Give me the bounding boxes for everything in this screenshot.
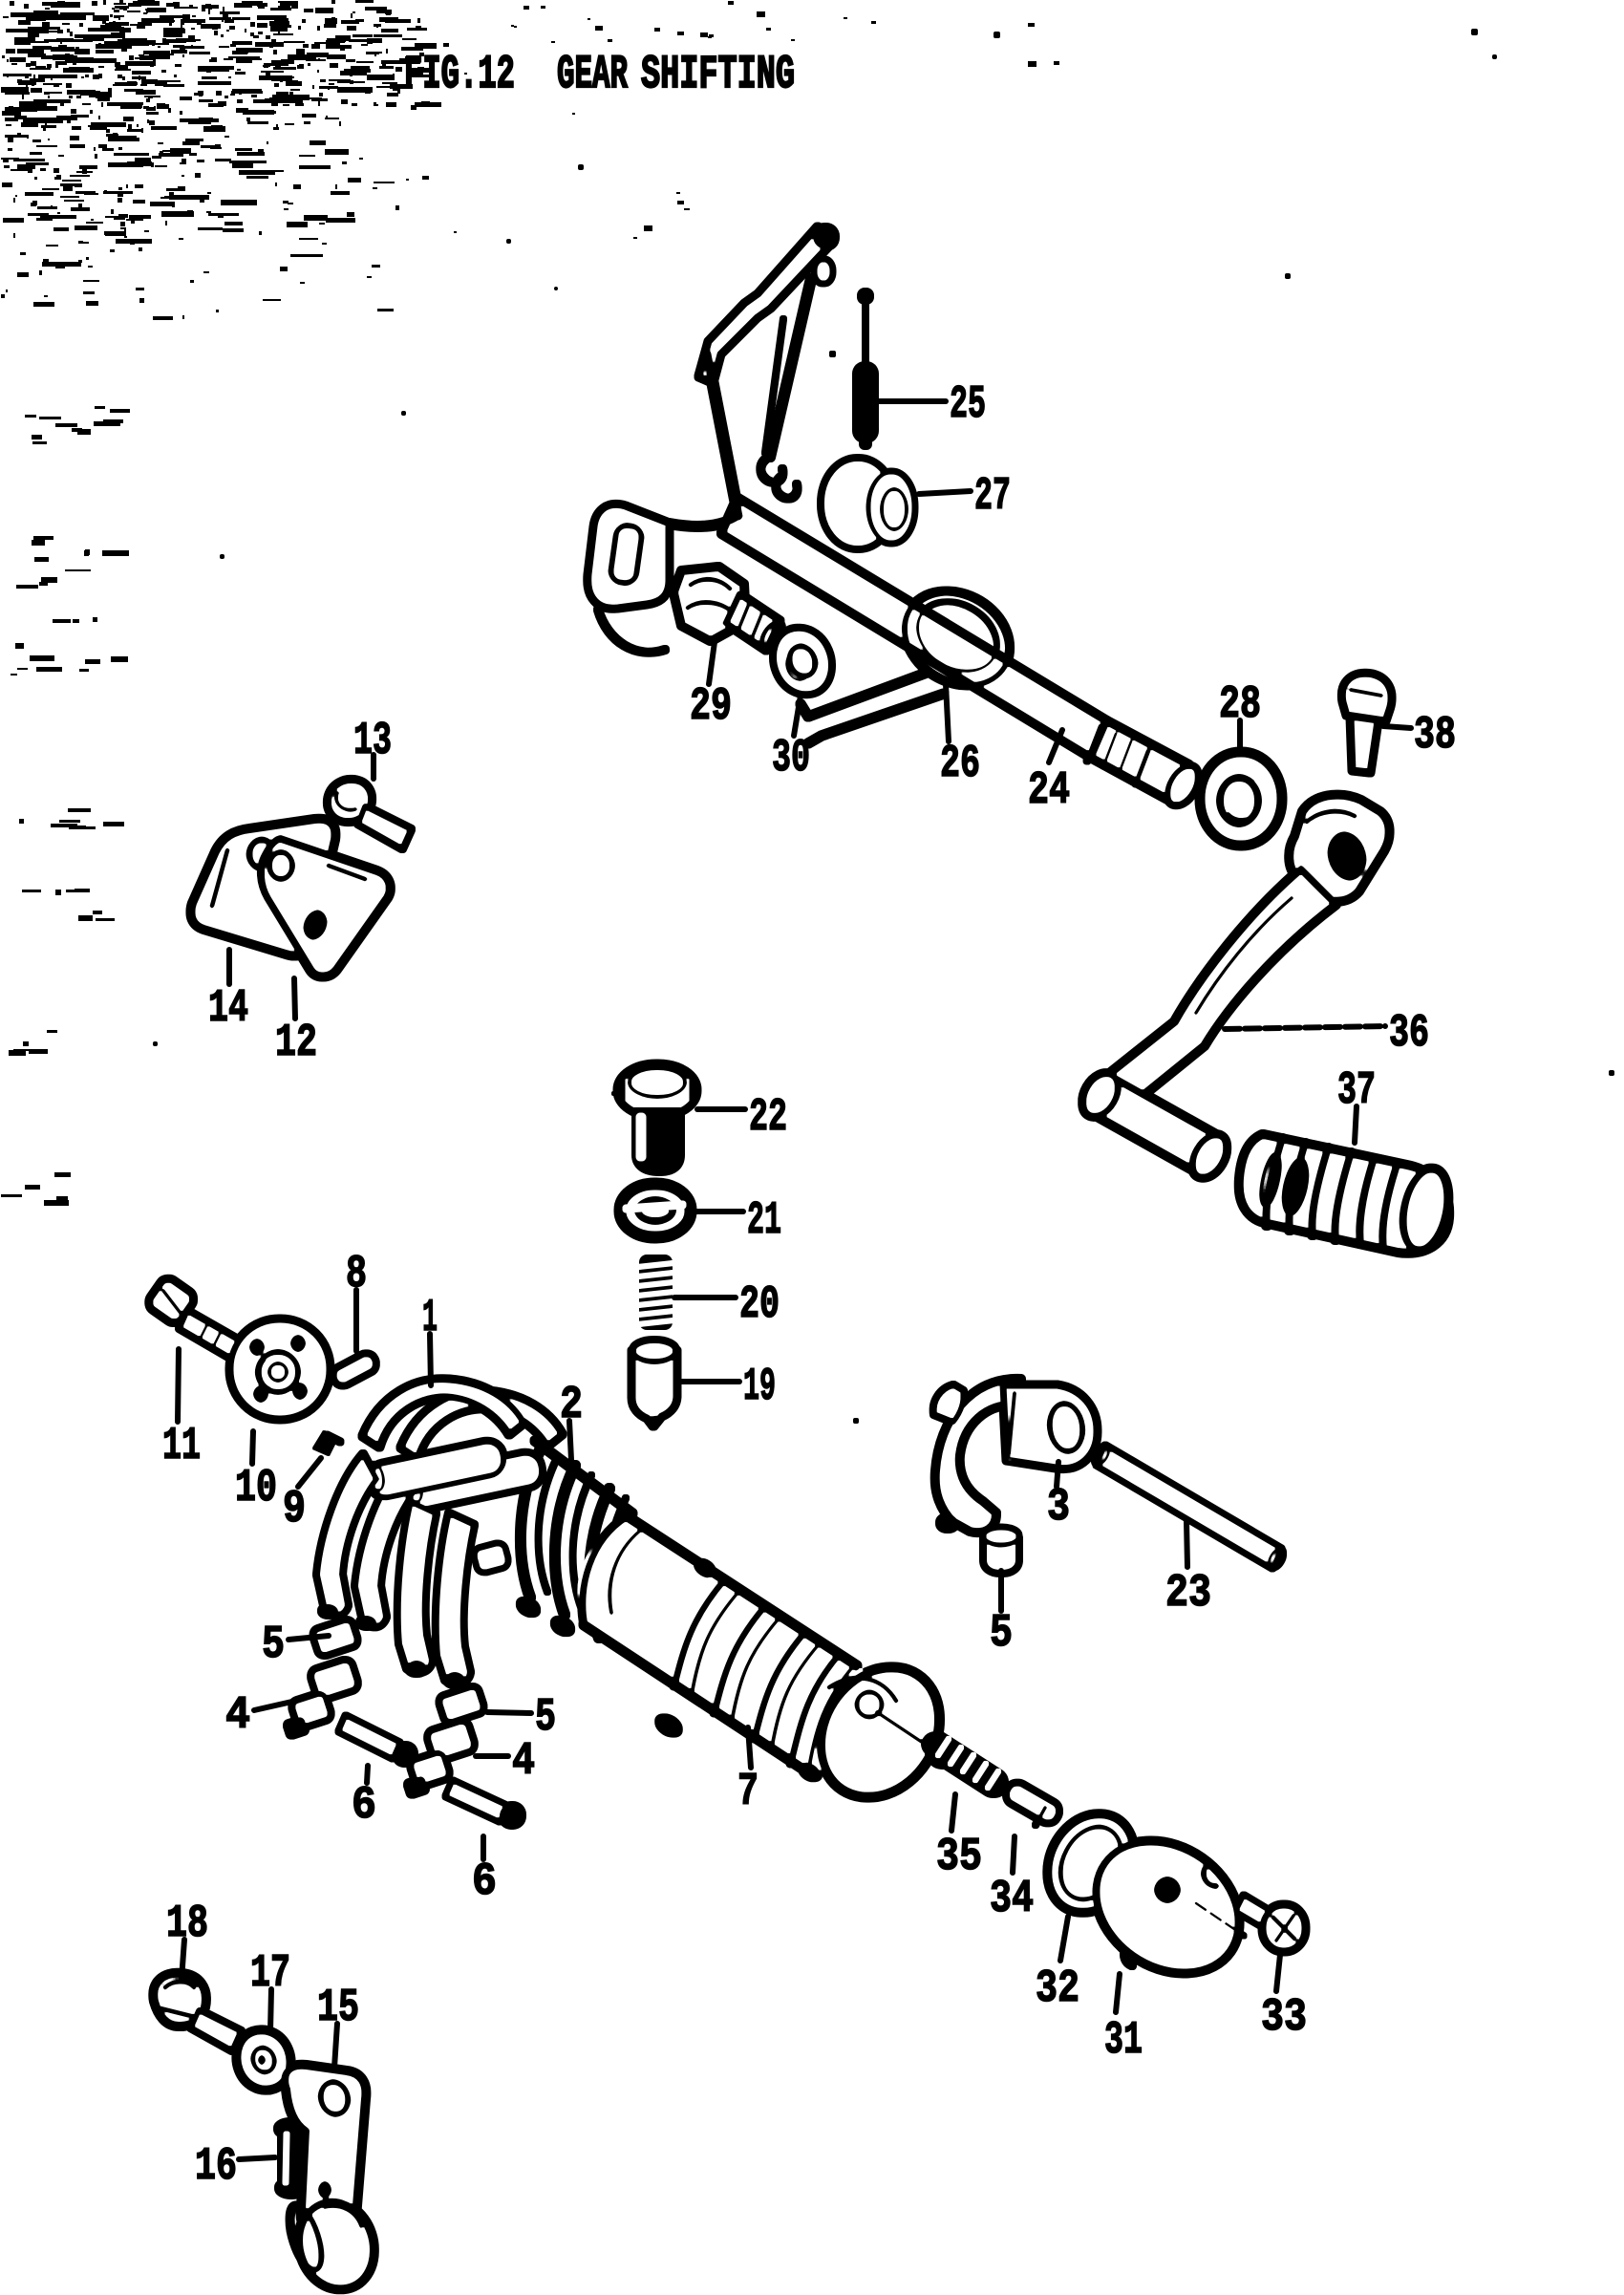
svg-text:22: 22 xyxy=(749,1092,787,1144)
svg-text:24: 24 xyxy=(1028,765,1070,817)
svg-text:18: 18 xyxy=(166,1898,208,1950)
svg-text:11: 11 xyxy=(162,1421,201,1472)
svg-text:15: 15 xyxy=(317,1983,359,2034)
svg-text:14: 14 xyxy=(208,983,248,1035)
svg-text:37: 37 xyxy=(1337,1065,1376,1117)
svg-text:17: 17 xyxy=(250,1948,290,2000)
svg-text:33: 33 xyxy=(1261,1992,1307,2044)
svg-text:4: 4 xyxy=(512,1736,535,1788)
svg-text:GEAR: GEAR xyxy=(557,48,628,101)
svg-text:6: 6 xyxy=(352,1780,376,1832)
svg-text:31: 31 xyxy=(1104,2015,1143,2067)
svg-text:32: 32 xyxy=(1036,1963,1079,2015)
svg-text:9: 9 xyxy=(283,1484,306,1535)
svg-text:26: 26 xyxy=(940,739,980,790)
svg-text:12: 12 xyxy=(275,1018,317,1069)
svg-text:5: 5 xyxy=(990,1608,1013,1660)
svg-text:21: 21 xyxy=(747,1195,781,1247)
svg-text:19: 19 xyxy=(743,1362,776,1413)
svg-text:10: 10 xyxy=(235,1463,277,1514)
svg-text:SHIFTING: SHIFTING xyxy=(641,48,795,101)
svg-text:35: 35 xyxy=(936,1832,982,1883)
svg-text:29: 29 xyxy=(690,681,732,733)
svg-text:5: 5 xyxy=(535,1692,556,1744)
svg-text:36: 36 xyxy=(1389,1008,1429,1060)
svg-text:2: 2 xyxy=(560,1380,583,1431)
svg-text:5: 5 xyxy=(262,1619,285,1671)
svg-text:28: 28 xyxy=(1219,679,1261,731)
svg-text:20: 20 xyxy=(739,1279,780,1331)
svg-text:30: 30 xyxy=(772,733,810,784)
svg-text:4: 4 xyxy=(225,1690,250,1742)
svg-text:38: 38 xyxy=(1414,710,1456,761)
svg-text:27: 27 xyxy=(974,471,1011,523)
svg-text:FIG.12: FIG.12 xyxy=(404,48,515,101)
svg-text:6: 6 xyxy=(472,1856,497,1908)
svg-text:25: 25 xyxy=(950,379,986,431)
svg-text:13: 13 xyxy=(353,716,392,767)
svg-text:16: 16 xyxy=(195,2141,237,2193)
svg-text:1: 1 xyxy=(422,1293,438,1344)
svg-text:34: 34 xyxy=(990,1874,1034,1925)
svg-text:3: 3 xyxy=(1047,1482,1070,1534)
svg-text:23: 23 xyxy=(1165,1568,1211,1619)
svg-text:8: 8 xyxy=(346,1249,367,1300)
svg-text:7: 7 xyxy=(737,1767,759,1818)
